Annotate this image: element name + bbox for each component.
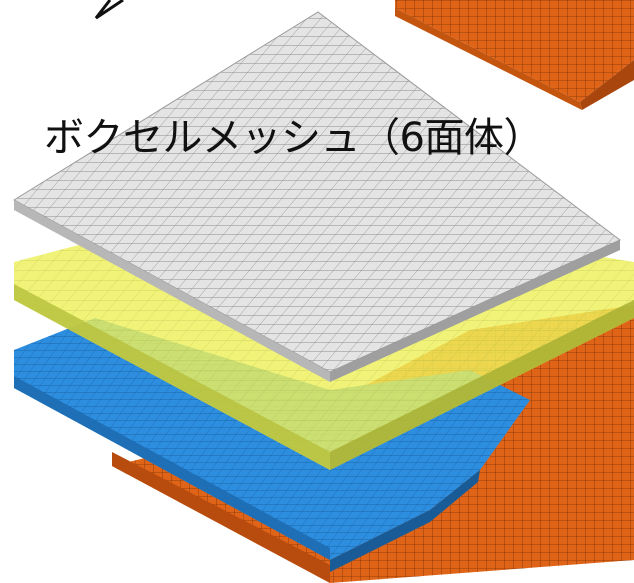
blue-layer	[14, 318, 530, 572]
white-surface-layer	[13, 11, 621, 382]
figure-caption: ボクセルメッシュ（6面体）	[44, 115, 543, 161]
leader-line	[94, 0, 124, 20]
top-orange-block	[395, 0, 634, 110]
